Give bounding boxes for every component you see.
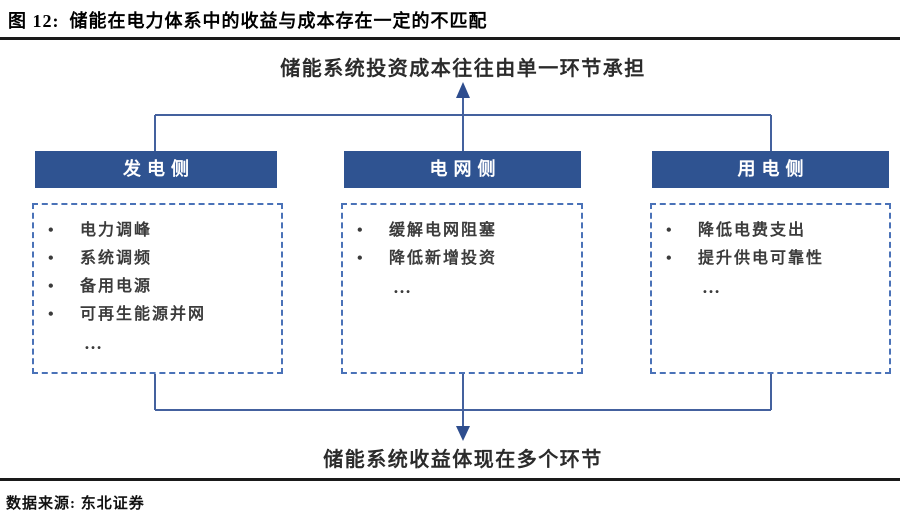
ellipsis: … <box>393 277 413 297</box>
list-item: 提升供电可靠性 <box>652 245 889 273</box>
figure-label: 图 12: <box>8 11 60 31</box>
ellipsis: … <box>84 333 104 353</box>
connector-svg <box>154 82 772 441</box>
benefits-box-grid: 缓解电网阻塞 降低新增投资 … <box>341 203 583 374</box>
benefits-box-user: 降低电费支出 提升供电可靠性 … <box>650 203 891 374</box>
benefits-box-generation: 电力调峰 系统调频 备用电源 可再生能源并网 … <box>32 203 283 374</box>
diagram-canvas: 储能系统投资成本往往由单一环节承担 发电侧 电网侧 用电侧 电力调峰 系统调频 … <box>0 40 900 478</box>
column-header-user: 用电侧 <box>652 151 889 188</box>
benefits-list: 缓解电网阻塞 降低新增投资 <box>343 205 581 273</box>
list-item: 降低电费支出 <box>652 217 889 245</box>
benefits-list: 降低电费支出 提升供电可靠性 <box>652 205 889 273</box>
source-note: 数据来源: 东北证券 <box>6 496 145 512</box>
list-item: 电力调峰 <box>34 217 281 245</box>
top-caption: 储能系统投资成本往往由单一环节承担 <box>280 58 646 80</box>
figure-header: 图 12: 储能在电力体系中的收益与成本存在一定的不匹配 <box>0 0 900 40</box>
column-header-generation: 发电侧 <box>35 151 277 188</box>
list-item: 缓解电网阻塞 <box>343 217 581 245</box>
ellipsis: … <box>702 277 722 297</box>
arrow-up-icon <box>456 82 470 151</box>
column-header-grid: 电网侧 <box>344 151 581 188</box>
list-item: 可再生能源并网 <box>34 301 281 329</box>
benefits-list: 电力调峰 系统调频 备用电源 可再生能源并网 <box>34 205 281 329</box>
list-item: 备用电源 <box>34 273 281 301</box>
list-item: 降低新增投资 <box>343 245 581 273</box>
source-divider <box>0 478 900 481</box>
arrow-down-icon <box>456 410 470 441</box>
list-item: 系统调频 <box>34 245 281 273</box>
figure-title: 储能在电力体系中的收益与成本存在一定的不匹配 <box>69 11 488 31</box>
bottom-caption: 储能系统收益体现在多个环节 <box>323 449 603 471</box>
